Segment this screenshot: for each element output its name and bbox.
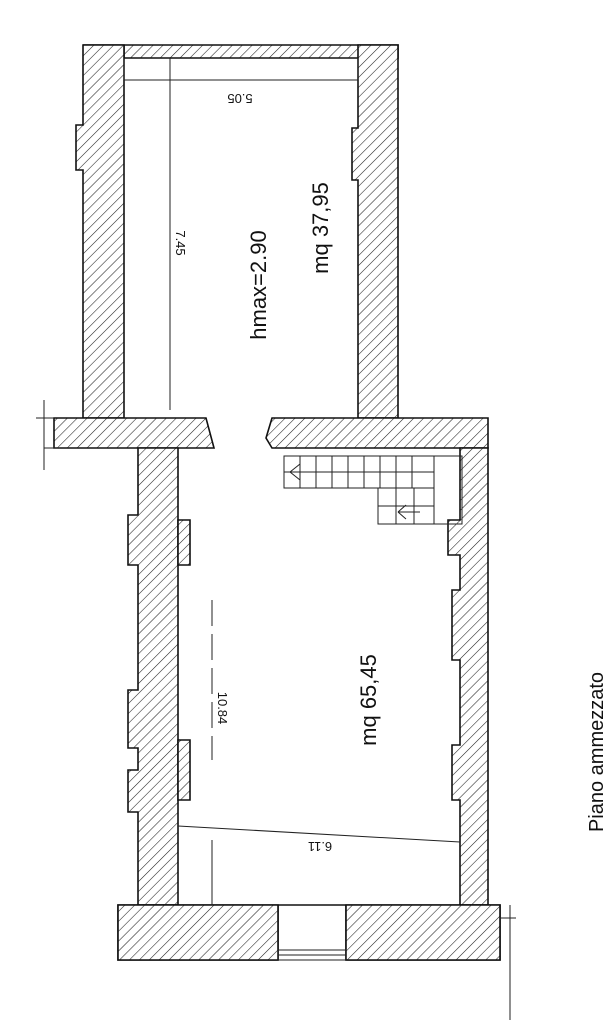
lower-left-wall xyxy=(127,447,179,906)
plan-title: Piano ammezzato xyxy=(586,672,608,832)
lower-left-pilaster-top xyxy=(177,519,191,566)
lower-right-wall xyxy=(447,447,489,906)
dimension-upper-width: 5.05 xyxy=(227,91,252,106)
lower-room-area-label: mq 65,45 xyxy=(356,654,381,746)
middle-partition xyxy=(36,400,489,470)
dimension-lower-length: 10.84 xyxy=(215,692,230,725)
lower-bottom-wall-left xyxy=(117,904,279,961)
lower-room-walls xyxy=(117,447,516,1020)
staircase xyxy=(283,455,463,525)
upper-room-height-label: hmax=2.90 xyxy=(246,230,271,339)
lower-bottom-wall-right xyxy=(345,904,501,961)
upper-top-wall xyxy=(83,44,399,59)
upper-left-wall xyxy=(75,44,125,419)
upper-right-wall xyxy=(351,44,399,419)
dimension-upper-length: 7.45 xyxy=(173,230,188,255)
upper-room-area-label: mq 37,95 xyxy=(308,182,333,274)
partition-right xyxy=(265,417,489,449)
upper-room-walls xyxy=(75,44,399,419)
dimension-lower-width: 6.11 xyxy=(308,839,332,854)
lower-left-pilaster-mid xyxy=(177,739,191,801)
partition-left xyxy=(53,417,216,449)
